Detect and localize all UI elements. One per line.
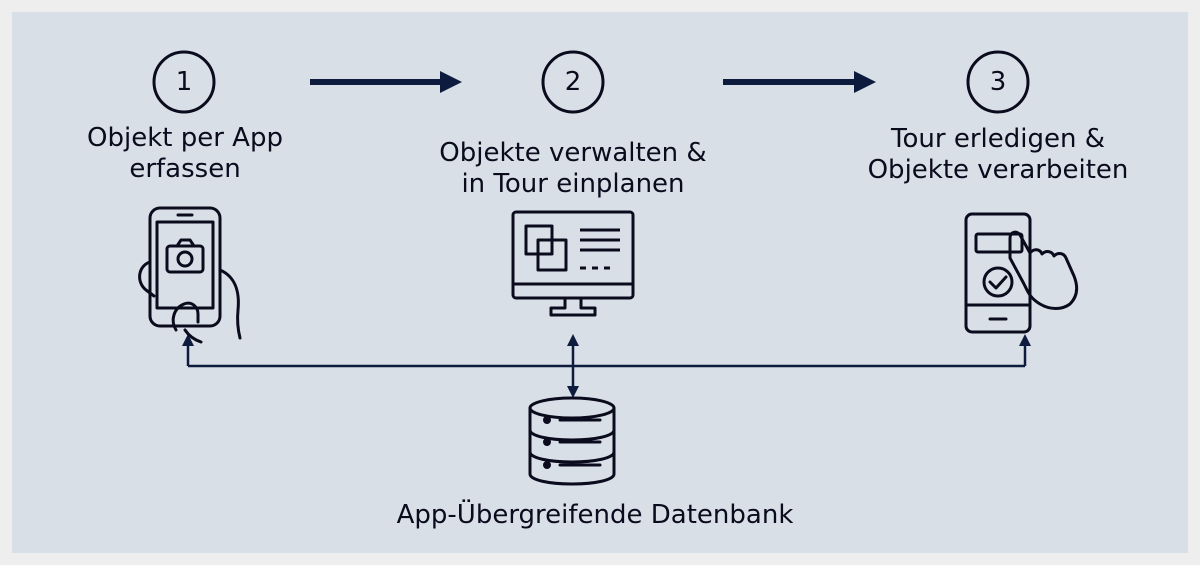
- step-2-circle: [541, 50, 605, 114]
- step-1-label: Objekt per App erfassen: [30, 123, 340, 185]
- step-3-label-line1: Tour erledigen &: [891, 124, 1105, 154]
- step-1-circle: [152, 50, 216, 114]
- step-1-label-line1: Objekt per App: [87, 123, 283, 153]
- arrowhead-down-center: [567, 386, 579, 398]
- step-1-number: 1: [175, 67, 193, 97]
- tablet-touch-check-icon: [964, 212, 1079, 334]
- database-connector: [186, 345, 1027, 388]
- step-2-label: Objekte verwalten & in Tour einplanen: [400, 138, 746, 200]
- arrowhead-up-right: [1019, 334, 1031, 346]
- arrowhead-up-center: [567, 334, 579, 346]
- database-label: App-Übergreifende Datenbank: [396, 500, 794, 530]
- step-3-number: 3: [989, 67, 1007, 97]
- step-2-label-line2: in Tour einplanen: [461, 169, 685, 199]
- step-1-label-line2: erfassen: [129, 154, 241, 184]
- arrowhead-up-left: [182, 334, 194, 346]
- step-2-label-line1: Objekte verwalten &: [439, 138, 707, 168]
- hand-phone-camera-icon: [138, 206, 242, 344]
- step-3-circle: [966, 50, 1030, 114]
- flow-arrow-2-to-3: [723, 71, 876, 93]
- database-server-icon: [528, 396, 616, 486]
- step-2-number: 2: [564, 67, 582, 97]
- step-3-label: Tour erledigen & Objekte verarbeiten: [826, 124, 1170, 186]
- monitor-dashboard-icon: [511, 210, 635, 317]
- step-3-label-line2: Objekte verarbeiten: [867, 155, 1129, 185]
- flow-arrow-1-to-2: [310, 71, 462, 93]
